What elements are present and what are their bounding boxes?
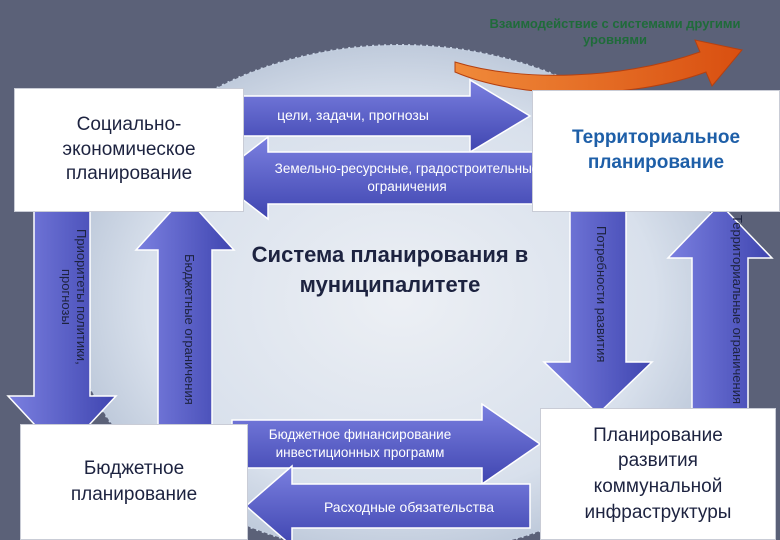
arrow-needs: [542, 195, 654, 416]
center-title: Система планирования в муниципалитете: [251, 242, 529, 297]
arrow-obligations-label: Расходные обязательства: [323, 499, 495, 515]
arrow-budget-limits: [134, 194, 236, 441]
arrow-territorial-limits-label: Территориальные ограничения: [730, 215, 745, 405]
arrow-obligations: [244, 464, 531, 540]
arrow-land-label: Земельно-ресурсные, градостроительные ог…: [274, 161, 540, 194]
banner-text: Взаимодействие с системами другими уровн…: [489, 16, 741, 47]
arrow-budget-limits-label: Бюджетные ограничения: [182, 253, 197, 405]
box-socio-economic: Социально-экономическое планирование: [14, 88, 244, 212]
box-socio-economic-label: Социально-экономическое планирование: [62, 113, 196, 185]
arrow-goals-label: цели, задачи, прогнозы: [277, 107, 429, 123]
arrow-goals: [229, 78, 532, 154]
orange-curved-arrow: [454, 39, 743, 94]
arrow-priorities-label: Приоритеты политики, прогнозы: [59, 229, 89, 365]
box-infrastructure: Планирование развития коммунальной инфра…: [540, 408, 776, 540]
box-territorial: Территориальное планирование: [532, 90, 780, 212]
box-territorial-label: Территориальное планирование: [571, 127, 741, 173]
arrow-needs-label: Потребности развития: [594, 225, 609, 363]
arrow-territorial-limits: [666, 202, 774, 413]
arrow-budget-financing-label: Бюджетное финансирование инвестиционных …: [268, 427, 452, 460]
box-budget: Бюджетное планирование: [20, 424, 248, 540]
box-infrastructure-label: Планирование развития коммунальной инфра…: [584, 424, 732, 523]
arrow-budget-financing: [231, 402, 542, 486]
box-budget-label: Бюджетное планирование: [70, 458, 198, 505]
